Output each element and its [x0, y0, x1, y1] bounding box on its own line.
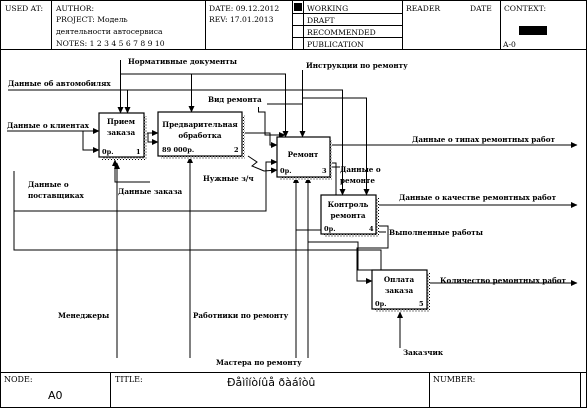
- working-status-marker: [294, 3, 302, 11]
- label-managers: Менеджеры: [58, 311, 109, 320]
- footer-title-value: Ðåìîíòíûå ðàáîòû: [227, 376, 315, 389]
- box-3-cost: 0р.: [280, 167, 292, 175]
- used-at-label: USED AT:: [5, 4, 43, 13]
- label-repair-masters: Мастера по ремонту: [216, 358, 302, 367]
- activity-box-4: Контроль ремонта 0р. 4: [320, 194, 379, 237]
- box-5-cost: 0р.: [375, 300, 387, 308]
- activity-box-3: Ремонт 0р. 3: [276, 136, 332, 180]
- project-label: PROJECT: Модель: [56, 15, 128, 24]
- activity-box-2: Предварительная обработка 89 000р. 2: [157, 111, 245, 159]
- box-1-number: 1: [136, 148, 141, 156]
- label-repair-type: Вид ремонта: [208, 95, 262, 104]
- label-supplier-data-line1: Данные о: [28, 180, 69, 189]
- box-3-title-line1: Ремонт: [288, 150, 319, 159]
- label-auto-data: Данные об автомобилях: [8, 79, 111, 88]
- context-label: CONTEXT:: [504, 4, 546, 13]
- notes-label: NOTES: 1 2 3 4 5 6 7 8 9 10: [56, 39, 165, 48]
- label-supplier-data-line2: поставщиках: [28, 191, 84, 200]
- box-2-number: 2: [234, 146, 239, 154]
- status-working: WORKING: [307, 4, 348, 13]
- footer-node-label: NODE:: [4, 375, 33, 384]
- label-completed-work: Выполненные работы: [389, 228, 483, 237]
- label-quality-output: Данные о качестве ремонтных работ: [399, 193, 557, 202]
- context-node-ref: A-0: [502, 40, 516, 49]
- footer-number-label: NUMBER:: [433, 375, 475, 384]
- label-order-data: Данные заказа: [118, 187, 183, 196]
- box-4-number: 4: [369, 225, 374, 233]
- rev-label: REV: 17.01.2013: [209, 15, 274, 24]
- label-repair-data-line2: ремонте: [340, 176, 375, 185]
- reader-date-label: DATE: [470, 4, 492, 13]
- author-label: AUTHOR:: [55, 4, 94, 13]
- box-5-title-line1: Оплата: [384, 275, 415, 284]
- label-repair-workers: Работники по ремонту: [193, 311, 289, 320]
- status-draft: DRAFT: [307, 16, 335, 25]
- project-continuation: деятельности автосервиса: [56, 27, 163, 36]
- box-4-title-line1: Контроль: [328, 200, 369, 209]
- label-customer: Заказчик: [403, 348, 444, 357]
- label-count-output: Количество ремонтных работ: [440, 276, 567, 285]
- activity-box-1: Прием заказа 0р. 1: [98, 112, 147, 160]
- box-1-title-line2: заказа: [107, 128, 136, 137]
- box-4-title-line2: ремонта: [330, 211, 365, 220]
- activity-box-5: Оплата заказа 0р. 5: [371, 269, 430, 312]
- footer-block: [0, 372, 587, 408]
- label-client-data: Данные о клиентах: [7, 121, 90, 130]
- date-label: DATE: 09.12.2012: [209, 4, 279, 13]
- label-normative-docs: Нормативные документы: [128, 57, 237, 66]
- status-recommended: RECOMMENDED: [307, 28, 376, 37]
- box-2-title-line2: обработка: [178, 131, 222, 140]
- box-5-title-line2: заказа: [385, 286, 414, 295]
- label-instructions: Инструкции по ремонту: [306, 61, 408, 70]
- label-repair-types-output: Данные о типах ремонтных работ: [412, 135, 556, 144]
- reader-label: READER: [406, 4, 440, 13]
- label-repair-data-line1: Данные о: [340, 165, 381, 174]
- label-needed-parts: Нужные з/ч: [203, 174, 254, 183]
- box-1-cost: 0р.: [102, 148, 114, 156]
- box-5-number: 5: [419, 300, 424, 308]
- status-publication: PUBLICATION: [307, 40, 364, 49]
- box-1-title-line1: Прием: [107, 117, 135, 126]
- box-4-cost: 0р.: [324, 225, 336, 233]
- footer-title-label: TITLE:: [115, 375, 143, 384]
- context-thumbnail: [519, 26, 547, 35]
- footer-node-value: A0: [48, 389, 63, 402]
- box-2-title-line1: Предварительная: [162, 120, 238, 129]
- box-3-number: 3: [322, 167, 327, 175]
- box-2-cost: 89 000р.: [162, 146, 194, 154]
